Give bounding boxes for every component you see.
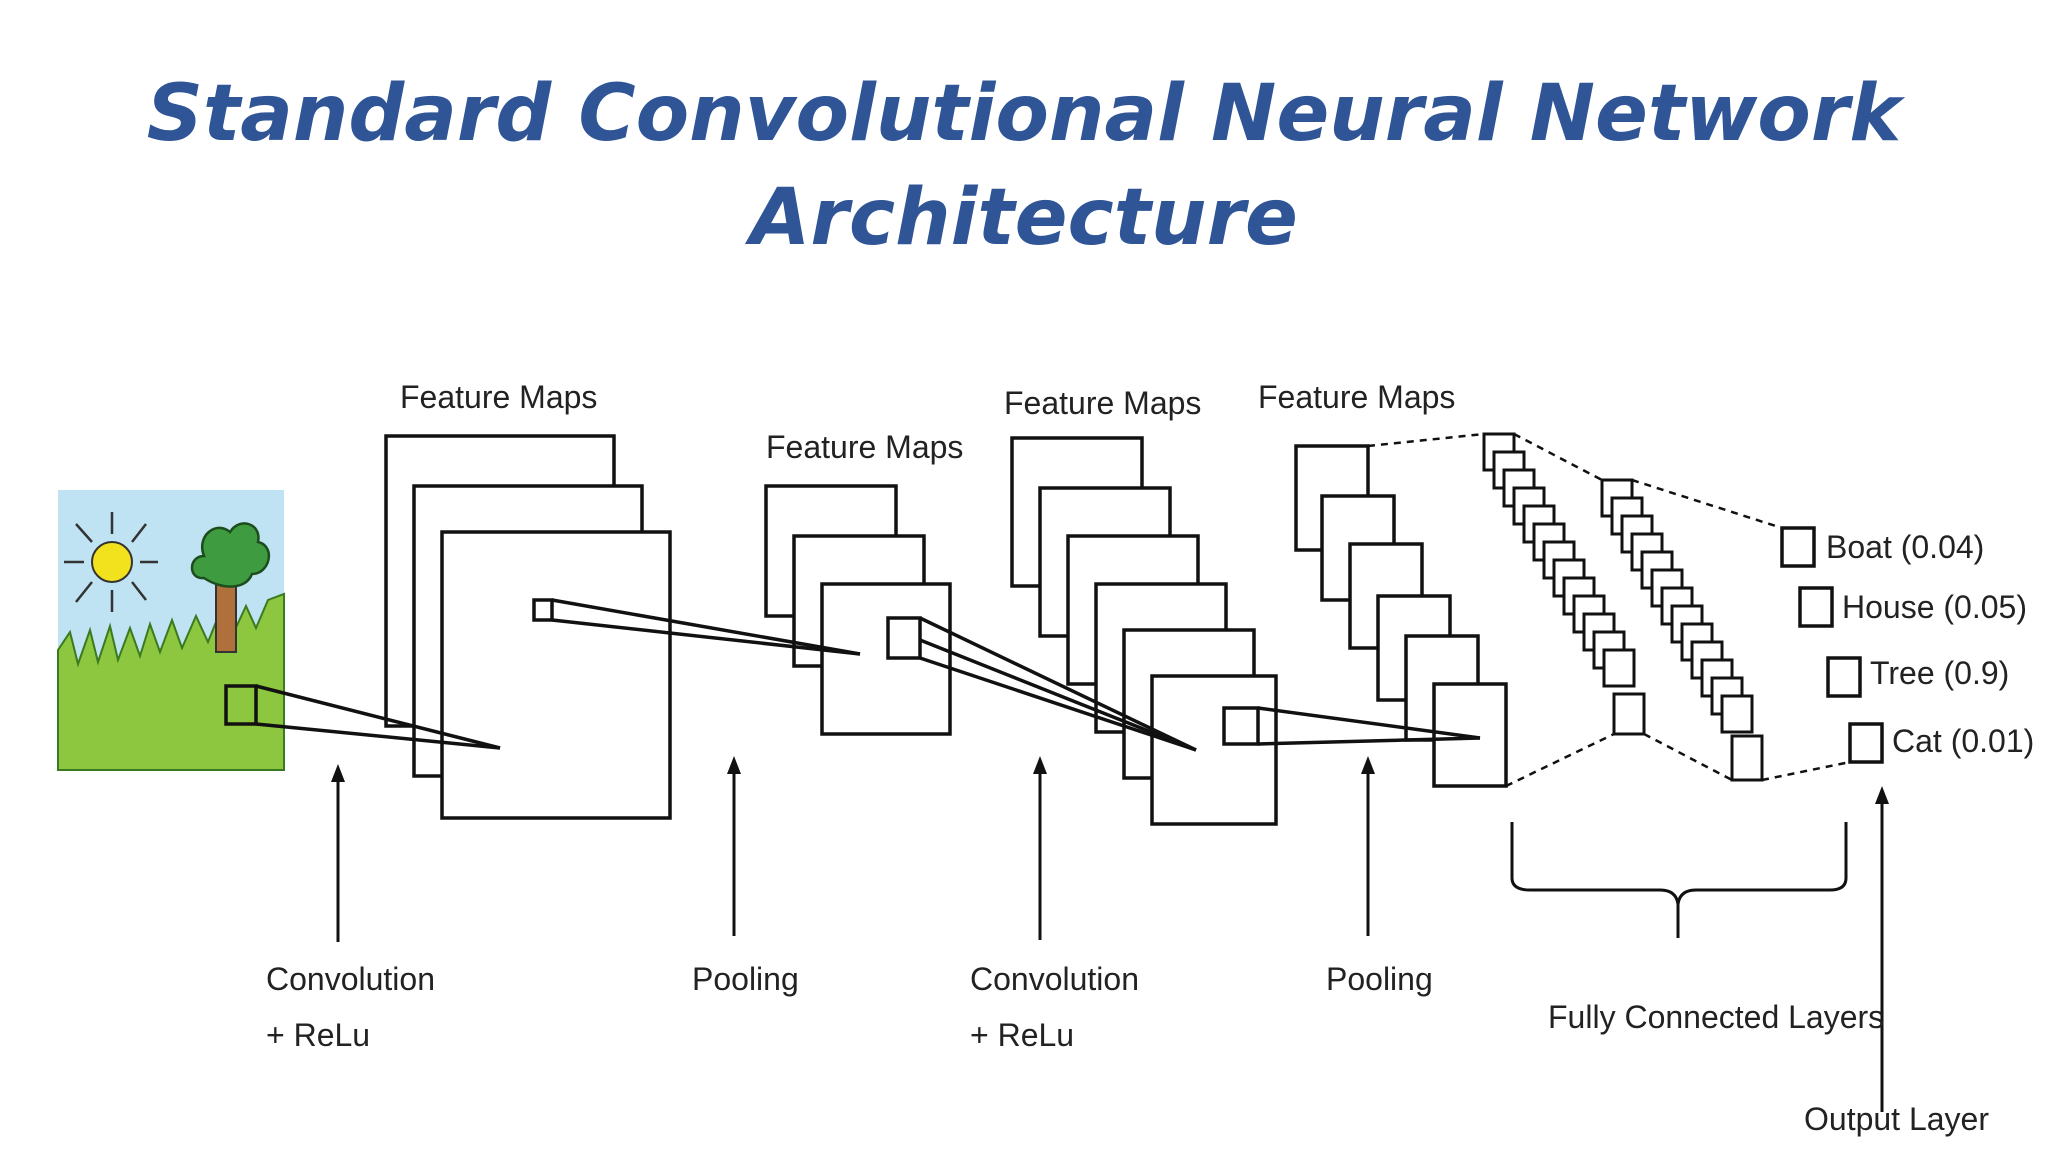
tree-icon: [190, 522, 271, 653]
feature-maps-label-2: Feature Maps: [766, 429, 963, 465]
slide-title: Standard Convolutional Neural Network Ar…: [0, 62, 2048, 270]
feature-maps-label-1: Feature Maps: [400, 379, 597, 415]
title-line-2: Architecture: [750, 173, 1298, 263]
fc-dashed-connections: [1367, 432, 1851, 788]
feature-maps-label-4: Feature Maps: [1258, 379, 1455, 415]
pool2-feature-maps: [1294, 444, 1508, 788]
pool2-label: Pooling: [1326, 961, 1433, 997]
conv1-label-line1: Convolution: [266, 961, 435, 997]
output-label-tree: Tree (0.9): [1870, 655, 2009, 691]
conv2-feature-maps: [1010, 436, 1278, 826]
conv1-feature-maps: [384, 434, 672, 820]
fc-layer-2: [1600, 478, 1764, 782]
conv2-label-line2: + ReLu: [970, 1017, 1074, 1053]
fc-layer-1: [1482, 432, 1646, 736]
output-label-house: House (0.05): [1842, 589, 2027, 625]
title-line-1: Standard Convolutional Neural Network: [146, 69, 1902, 159]
pool1-label: Pooling: [692, 961, 799, 997]
input-image: [57, 490, 285, 771]
output-label-boat: Boat (0.04): [1826, 529, 1984, 565]
pool1-feature-maps: [764, 484, 952, 736]
conv2-label-line1: Convolution: [970, 961, 1139, 997]
sun-icon: [64, 512, 158, 612]
fc-brace: [1510, 822, 1848, 938]
output-label-cat: Cat (0.01): [1892, 723, 2034, 759]
fully-connected-label: Fully Connected Layers: [1548, 999, 1884, 1035]
output-nodes: [1780, 526, 1884, 764]
stage-arrows: [336, 770, 1884, 1112]
output-layer-label: Output Layer: [1804, 1101, 1989, 1137]
conv1-label-line2: + ReLu: [266, 1017, 370, 1053]
feature-maps-label-3: Feature Maps: [1004, 385, 1201, 421]
